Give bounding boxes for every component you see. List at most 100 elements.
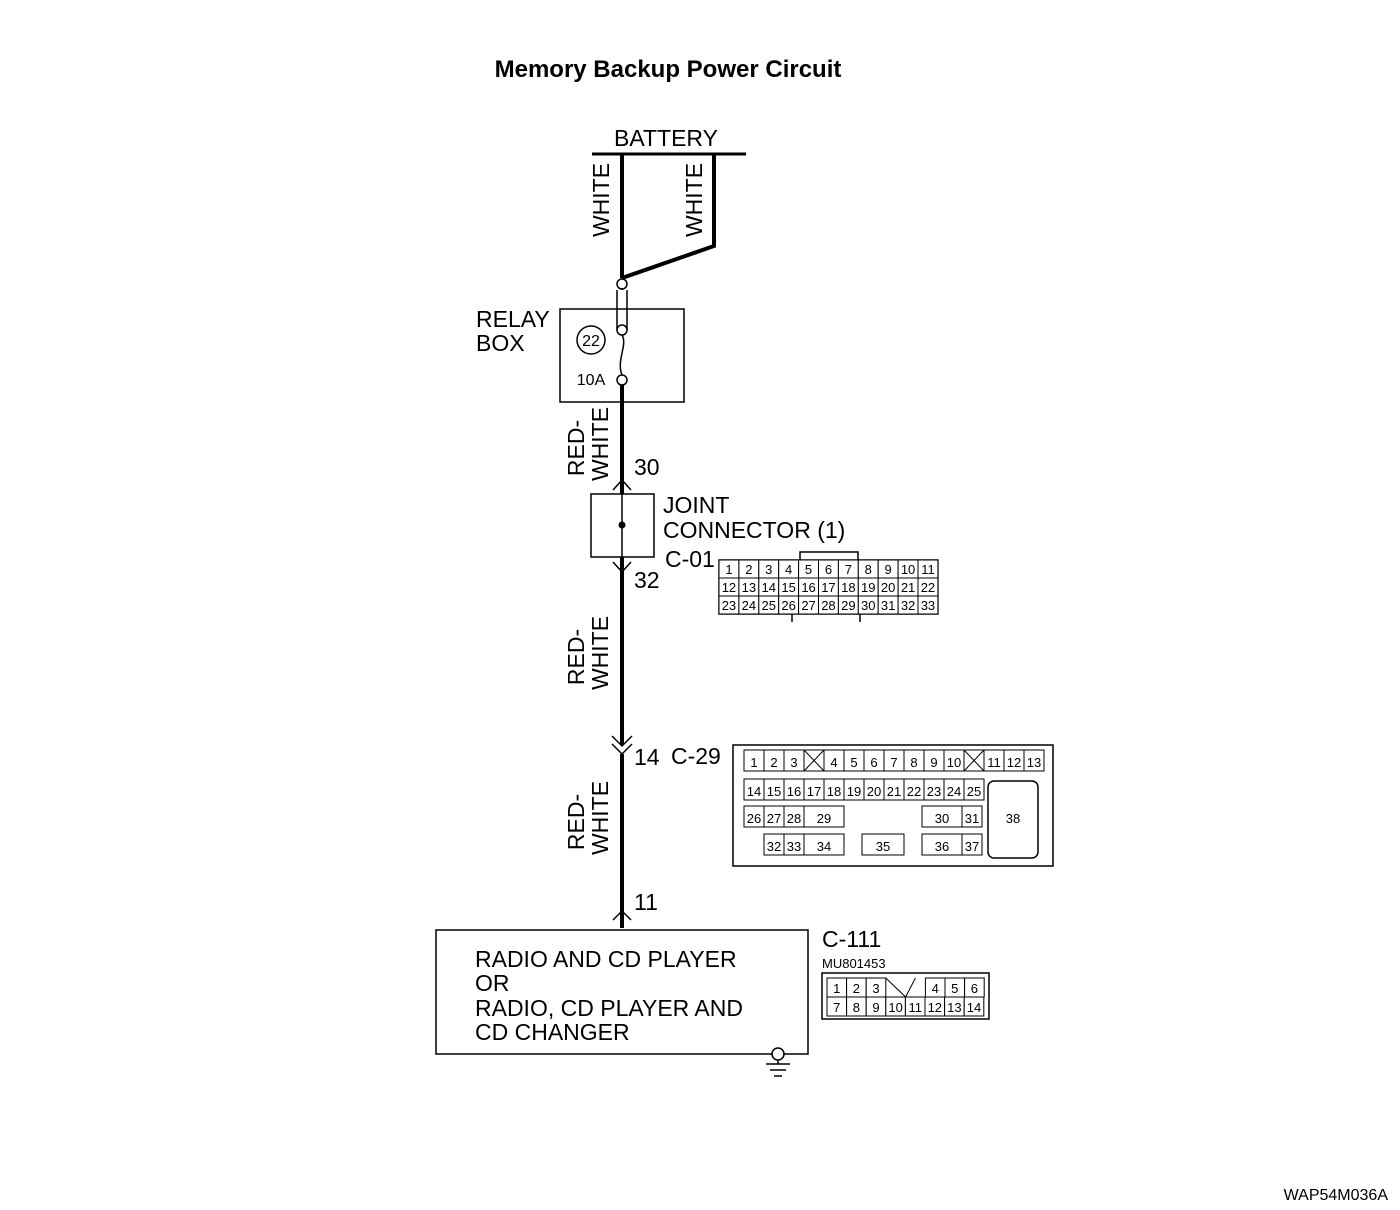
c01-pin: 22 [917,577,939,597]
battery-label: BATTERY [614,125,718,151]
c01-pin: 32 [897,595,919,615]
svg-text:5: 5 [850,755,857,770]
svg-text:3: 3 [872,981,879,996]
c01-pin: 12 [718,577,740,597]
c01-pin: 18 [837,577,859,597]
c29-pin: 30 [921,805,963,828]
c29-pin: 26 [743,805,765,828]
svg-text:12: 12 [928,1000,942,1015]
radio-connector-id: C-111 [822,926,881,952]
svg-text:11: 11 [921,562,935,577]
svg-text:22: 22 [921,580,935,595]
c111-pin: 9 [865,996,887,1017]
svg-text:12: 12 [1007,755,1021,770]
c29-connector-id: C-29 [671,743,721,769]
c111-pin: 13 [944,996,965,1017]
svg-text:13: 13 [947,1000,961,1015]
c01-keys [791,614,861,622]
svg-text:10: 10 [888,1000,902,1015]
svg-text:17: 17 [807,784,821,799]
svg-text:33: 33 [921,598,935,613]
fuse-symbol [616,278,628,386]
svg-text:22: 22 [907,784,921,799]
wire-color-c29-radio-1: RED- [563,794,589,850]
radio-pin: 11 [634,889,658,915]
svg-text:24: 24 [742,598,756,613]
c111-pin: 3 [865,977,887,998]
pin30-marker [612,478,632,491]
c01-pin: 24 [738,595,760,615]
c01-pin: 27 [798,595,819,615]
c29-pin: 27 [763,805,785,828]
svg-text:30: 30 [935,811,949,826]
c29-pin: 13 [1023,749,1045,772]
svg-text:4: 4 [785,562,792,577]
c01-pin: 33 [917,595,939,615]
battery-wire-right [621,154,716,280]
c111-pin: 12 [924,996,946,1017]
c01-pin: 26 [778,595,800,615]
wire-color-joint-c29-2: WHITE [587,616,613,690]
c29-pin: 31 [961,805,983,828]
c01-pin: 8 [857,559,879,579]
radio-label-4: CD CHANGER [475,1019,630,1045]
svg-text:20: 20 [867,784,881,799]
c111-pin: 7 [826,996,848,1017]
c01-pin: 16 [798,577,819,597]
fuse-rating: 10A [577,372,606,389]
c111-pin: 6 [964,977,985,998]
c29-pin: 11 [983,749,1005,772]
c29-pin: 17 [803,778,825,801]
svg-text:13: 13 [742,580,756,595]
diagram-title: Memory Backup Power Circuit [495,56,842,83]
radio-label-2: OR [475,970,510,996]
svg-text:25: 25 [967,784,981,799]
svg-text:31: 31 [881,598,895,613]
c29-pin: 2 [763,749,785,772]
svg-text:32: 32 [767,839,781,854]
joint-connector-label-1: JOINT [663,492,729,518]
svg-text:8: 8 [853,1000,860,1015]
c29-pin: 22 [903,778,925,801]
svg-text:17: 17 [821,580,835,595]
c29-pin: 20 [863,778,885,801]
c01-pin: 29 [837,595,859,615]
c29-pin [963,749,985,772]
c29-pin: 32 [763,833,785,856]
svg-text:2: 2 [745,562,752,577]
fuse-number-circle [576,325,606,355]
c29-pin: 35 [861,833,905,856]
svg-text:6: 6 [971,981,978,996]
svg-text:1: 1 [750,755,757,770]
svg-text:33: 33 [787,839,801,854]
c29-pin: 14 [634,744,660,770]
radio-part-number: MU801453 [822,956,886,971]
c111-pin: 5 [944,977,966,998]
svg-text:36: 36 [935,839,949,854]
c111-pin: 10 [885,996,906,1017]
c29-pin: 19 [843,778,865,801]
c111-pin: 4 [924,977,946,998]
c01-pin: 25 [758,595,780,615]
wire-color-joint-c29-1: RED- [563,629,589,685]
joint-connector-id: C-01 [665,546,715,572]
svg-text:29: 29 [841,598,855,613]
c29-pin: 37 [961,833,983,856]
svg-text:5: 5 [805,562,812,577]
svg-text:14: 14 [967,1000,981,1015]
c111-pin: 8 [846,996,867,1017]
c01-pin: 20 [877,577,899,597]
svg-text:5: 5 [951,981,958,996]
wire-color-battery-right: WHITE [681,163,707,237]
c01-pin: 2 [738,559,760,579]
c29-pin: 1 [743,749,765,772]
svg-text:18: 18 [827,784,841,799]
svg-text:21: 21 [887,784,901,799]
svg-text:26: 26 [747,811,761,826]
svg-text:3: 3 [765,562,772,577]
svg-text:20: 20 [881,580,895,595]
svg-text:4: 4 [932,981,939,996]
svg-text:25: 25 [762,598,776,613]
